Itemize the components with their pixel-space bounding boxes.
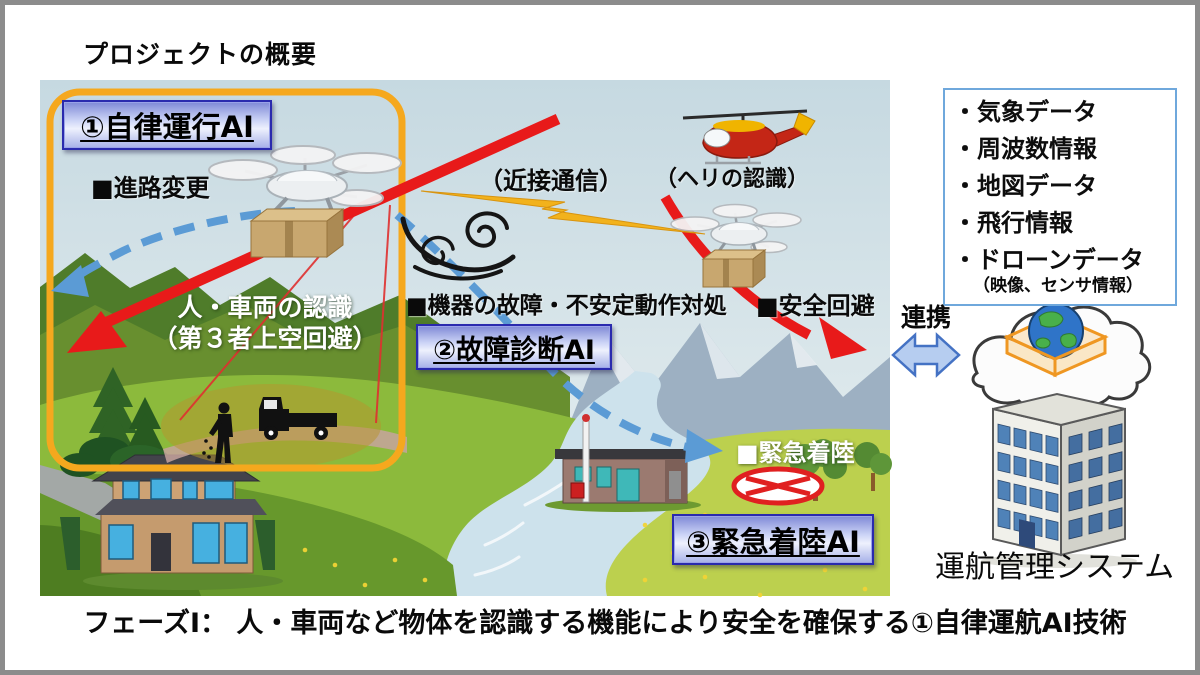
helicopter-icon [682,109,816,165]
label-fault-diagnosis-ai: ②故障診断AI [416,324,612,370]
front-windows [997,423,1059,549]
label-route-change: ■進路変更 [91,174,210,202]
snow-face [700,323,740,379]
package [701,249,767,289]
snow-face [790,333,817,368]
link-double-arrow-icon [891,332,961,378]
drone-2-icon [670,203,802,289]
house-icon [60,454,283,590]
lightning-icon [420,190,706,235]
panel-item-weather: ・気象データ [953,98,1097,126]
data-source-panel: ・気象データ ・周波数情報 ・地図データ ・飛行情報 ・ドローンデータ （映像、… [943,88,1177,306]
recognition-zone [161,199,407,468]
label-fault-handling: ■機器の故障・不安定動作対処 [406,293,727,319]
label-recognition-line2: （第３者上空回避） [152,323,378,353]
label-cooperation: 連携 [901,303,952,332]
cloud-globe-icon [971,303,1152,410]
continents [1035,311,1077,349]
label-heli-recognition: （ヘリの認識） [655,167,810,192]
house-windows [108,478,248,564]
station-icon [545,414,701,512]
scene-illustration [40,80,1152,598]
panel-subnote: （映像、センサ情報） [973,276,1143,296]
person-icon [202,402,233,463]
label-recognition-line1: 人・車両の認識 [177,293,353,322]
data-box-front [1005,334,1107,378]
phase1-highlight-box [46,88,406,472]
side-windows [1068,423,1123,540]
drone-rotors [208,145,402,207]
panel-item-frequency: ・周波数情報 [953,135,1097,163]
no-landing-pad-icon [731,466,825,506]
phase1-caption: フェーズⅠ： 人・車両など物体を認識する機能により安全を確保する①自律運航AI技… [83,608,1127,639]
truck-icon [259,397,337,440]
page-title: プロジェクトの概要 [83,40,318,69]
heli-skids [705,156,761,165]
panel-item-map: ・地図データ [953,172,1097,200]
package [249,208,345,258]
label-recognition: 人・車両の認識 （第３者上空回避） [115,293,415,354]
label-emergency-landing-ai: ③緊急着陸AI [672,514,874,565]
label-safe-avoidance: ■安全回避 [756,292,875,320]
label-autonomous-ai: ①自律運行AI [62,100,272,150]
drone-1-icon [208,145,402,258]
label-system-name: 運航管理システム [935,550,1175,585]
control-center-building-icon [981,392,1137,568]
panel-item-drone: ・ドローンデータ [953,246,1144,274]
reroute-blue-dashed-arrow [51,207,296,297]
label-emergency-landing: ■緊急着陸 [736,439,855,467]
wind-gust-icon [400,211,516,281]
panel-item-flight: ・飛行情報 [953,209,1073,237]
camera-line [375,204,391,424]
label-proximity-comm: （近接通信） [479,167,623,195]
drone-rotors [670,203,802,254]
